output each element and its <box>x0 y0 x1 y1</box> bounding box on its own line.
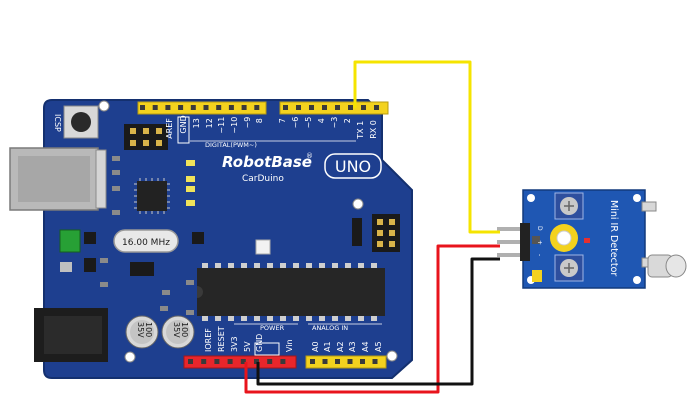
usb-connector-icon <box>9 147 107 211</box>
usb-chip-icon <box>134 178 170 214</box>
power-pin-label: 3V3 <box>230 336 239 352</box>
digital-pin-label: RX 0 <box>369 120 378 139</box>
digital-pin-label: 8 <box>255 118 264 123</box>
digital-pin-label: 13 <box>192 118 201 128</box>
digital-pin-label: GND <box>179 115 188 133</box>
digital-pin-label: 4 <box>317 118 326 123</box>
digital-pin-label: ~6 <box>291 117 300 129</box>
sensor-title: Mini IR Detector <box>608 200 619 276</box>
sensor-pin-label: D <box>536 226 543 231</box>
svg-text:100: 100 <box>180 322 189 337</box>
power-pin-label: A5 <box>374 341 383 352</box>
svg-text:35V: 35V <box>136 322 145 338</box>
digital-pin-label: ~9 <box>243 117 252 129</box>
power-pin-label: IOREF <box>204 328 213 352</box>
digital-pin-label: 12 <box>205 118 214 128</box>
power-regulator-icon <box>59 229 81 253</box>
digital-pin-label: ~3 <box>330 117 339 129</box>
ir-detector-module: D + - Mini IR Detector <box>497 189 687 289</box>
digital-pin-label: 7 <box>278 118 287 123</box>
icsp2-header-icon <box>372 214 400 252</box>
power-pin-label: Vin <box>285 339 294 352</box>
digital-label: DIGITAL(PWM~) <box>205 141 257 149</box>
wires <box>244 60 500 394</box>
icsp-label: ICSP <box>53 114 62 132</box>
reset-button-icon <box>63 105 99 139</box>
digital-header <box>137 101 389 115</box>
power-pin-label: A2 <box>336 341 345 352</box>
power-pin-label: A0 <box>311 341 320 352</box>
power-pin-label: A1 <box>323 341 332 352</box>
power-pin-label: 5V <box>243 341 252 352</box>
microcontroller-chip-icon <box>197 263 385 321</box>
icsp-header-icon <box>124 124 168 150</box>
digital-pin-label: TX 1 <box>356 121 365 140</box>
sensor-pin-label: + <box>536 240 543 245</box>
power-label: POWER <box>260 324 285 332</box>
power-header <box>183 355 387 369</box>
model-name: CarDuino <box>242 174 284 184</box>
power-pin-label: A3 <box>348 341 357 352</box>
capacitors-icon: 100 35V 100 35V <box>125 315 195 349</box>
signal-wire <box>353 60 500 234</box>
status-leds-icon <box>186 160 195 206</box>
power-jack-icon <box>34 308 108 362</box>
sensor-header-pins <box>497 223 530 261</box>
digital-pin-label: AREF <box>165 118 174 139</box>
svg-text:16.00 MHz: 16.00 MHz <box>122 238 170 248</box>
ir-led-icon <box>641 201 687 278</box>
sensor-pin-label: - <box>536 254 543 256</box>
digital-pin-label: ~11 <box>217 117 226 134</box>
digital-pin-label: ~10 <box>230 117 239 134</box>
potentiometer-icon <box>554 192 584 282</box>
power-pin-label: RESET <box>217 326 226 352</box>
crystal-icon: 16.00 MHz <box>113 229 179 253</box>
analog-label: ANALOG IN <box>312 324 348 332</box>
power-pin-label: A4 <box>361 341 370 352</box>
registered-mark: ® <box>306 152 313 160</box>
digital-pin-label: 2 <box>343 118 352 123</box>
uno-badge: UNO <box>324 153 382 179</box>
brand-name: RobotBase <box>222 153 312 171</box>
ground-wire <box>256 257 500 386</box>
svg-text:UNO: UNO <box>335 157 371 176</box>
digital-pin-label: ~5 <box>304 117 313 129</box>
svg-text:35V: 35V <box>172 322 181 338</box>
svg-text:100: 100 <box>144 322 153 337</box>
power-wire <box>244 244 500 394</box>
